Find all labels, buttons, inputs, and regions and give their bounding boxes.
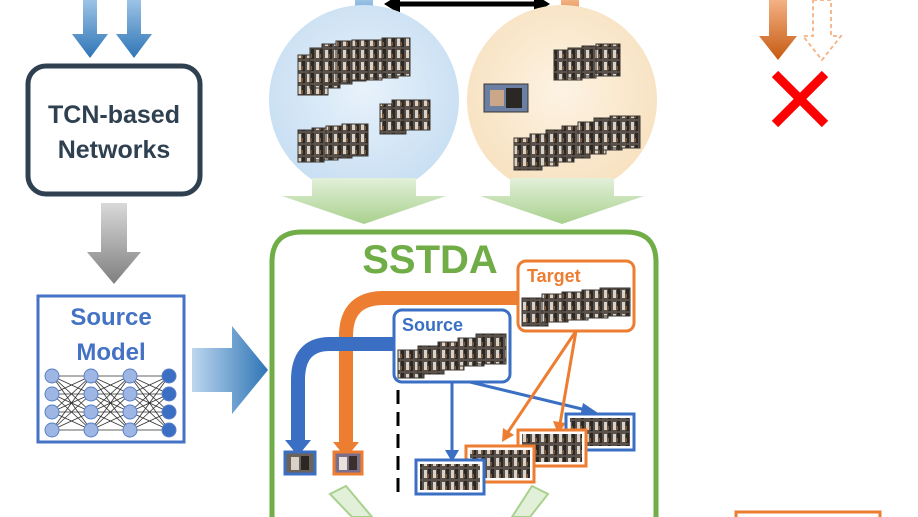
video-frames-icon: [379, 99, 431, 135]
network-node: [161, 404, 177, 420]
dashed-down-arrow-icon: [801, 0, 843, 62]
source-model-box: Source Model: [36, 294, 186, 444]
orange-curved-arrow: [339, 291, 520, 446]
target-label: Target: [527, 266, 581, 286]
network-node: [122, 422, 138, 438]
sstda-title: SSTDA: [362, 238, 498, 282]
network-node: [122, 368, 138, 384]
partial-orange-box: [734, 510, 882, 517]
network-node: [44, 404, 60, 420]
network-node: [122, 404, 138, 420]
network-node: [44, 386, 60, 402]
target-video-circle: [467, 5, 657, 195]
neural-network-icon: [44, 368, 177, 438]
network-node: [83, 422, 99, 438]
down-arrow-icon: [759, 0, 797, 60]
network-node: [161, 422, 177, 438]
source-video-circle: [269, 5, 459, 195]
network-node: [161, 386, 177, 402]
video-frames-icon: [297, 37, 411, 96]
tcn-label-line2: Networks: [58, 136, 171, 164]
network-node: [44, 368, 60, 384]
network-node: [122, 386, 138, 402]
cross-icon: [771, 70, 829, 128]
network-node: [83, 386, 99, 402]
video-frames-icon: [483, 83, 529, 113]
blue-arrowhead-icon: [285, 440, 311, 456]
blue-arrowhead-icon: [445, 450, 459, 462]
right-arrow-icon: [192, 326, 268, 414]
tcn-networks-box: TCN-based Networks: [25, 63, 203, 197]
blue-curved-arrow: [291, 337, 396, 444]
source-label: Source: [402, 315, 463, 335]
network-node: [83, 368, 99, 384]
network-node: [44, 422, 60, 438]
source-output-clip: [283, 450, 317, 476]
gray-down-arrow-icon: [87, 203, 141, 284]
video-frames-icon: [297, 123, 369, 163]
double-headed-arrow-icon: [384, 0, 550, 14]
down-arrow-icon: [116, 0, 152, 58]
source-box: Source: [392, 308, 512, 384]
tcn-label-line1: TCN-based: [48, 101, 180, 129]
orange-arrowhead-icon: [333, 442, 359, 458]
sstda-box: SSTDA Target Source: [269, 229, 659, 517]
green-diagonal-arrow-icon: [328, 484, 374, 517]
video-frames-icon: [553, 43, 621, 81]
video-frames-icon: [513, 115, 641, 171]
source-model-label-line1: Source: [70, 304, 151, 331]
sequence-box-blue-left: [414, 458, 486, 496]
target-box: Target: [516, 259, 636, 333]
down-arrow-icon: [72, 0, 108, 58]
green-diagonal-arrow-icon: [510, 484, 550, 517]
orange-arrowhead-icon: [502, 428, 514, 442]
network-node: [161, 368, 177, 384]
target-output-clip: [332, 450, 364, 476]
video-frames-icon: [397, 333, 507, 379]
source-model-label-line2: Model: [76, 339, 145, 366]
green-down-arrow-icon: [282, 178, 446, 224]
green-down-arrow-icon: [480, 178, 644, 224]
video-frames-icon: [521, 287, 631, 327]
orange-arrowhead-icon: [553, 421, 566, 434]
tcn-input-arrows: [72, 0, 152, 58]
network-node: [83, 404, 99, 420]
